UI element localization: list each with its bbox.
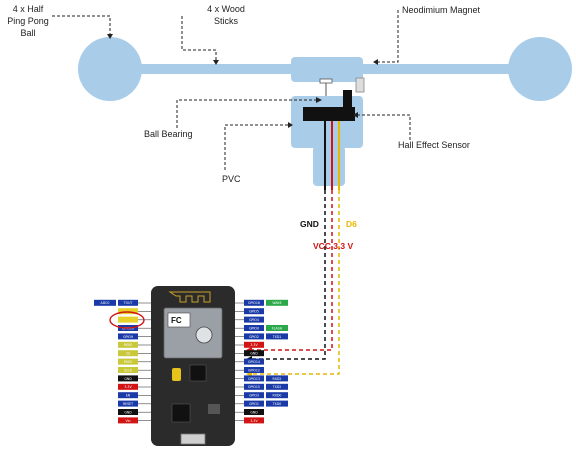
right-pin-label: GPIO5 bbox=[249, 310, 259, 314]
left-pin: 3.3V bbox=[118, 383, 151, 390]
left-pin-label: MOSI bbox=[124, 343, 132, 347]
right-pin-label: GPIO14 bbox=[248, 360, 260, 364]
highlight-ellipse bbox=[109, 311, 145, 329]
left-pin-label: CS bbox=[126, 352, 130, 356]
ping-pong-ball-left bbox=[78, 37, 142, 101]
right-pin: GPIO5 bbox=[235, 308, 264, 315]
label-half-ping-pong-3: Ball bbox=[20, 28, 35, 38]
magnet-block bbox=[355, 77, 365, 93]
left-pin-label: EN bbox=[126, 394, 131, 398]
sensor-top-tab bbox=[343, 90, 352, 107]
right-pin-label: GPIO3 bbox=[249, 394, 259, 398]
left-pin: EN bbox=[118, 392, 151, 399]
right-pin: GPIO3 RXD0 bbox=[235, 392, 288, 399]
right-pin: GND bbox=[235, 350, 264, 357]
right-pin-label: 3.3V bbox=[250, 343, 258, 347]
right-pin-label: 3.3V bbox=[250, 419, 258, 423]
left-pin: Vin bbox=[118, 417, 151, 424]
left-pin: MISO bbox=[118, 358, 151, 365]
hall-effect-sensor bbox=[303, 107, 355, 121]
label-wood-sticks-1: 4 x Wood bbox=[207, 4, 245, 14]
label-magnet: Neodimium Magnet bbox=[402, 5, 481, 15]
left-pin-label: 3.3V bbox=[124, 385, 132, 389]
right-pin-label: GPIO15 bbox=[248, 385, 260, 389]
left-pin-func: ADC0 bbox=[101, 301, 110, 305]
left-pin bbox=[118, 308, 151, 315]
right-pin: GPIO12 bbox=[235, 367, 264, 373]
pvc-neck bbox=[313, 146, 345, 186]
pvc-body bbox=[291, 96, 363, 148]
label-pvc: PVC bbox=[222, 174, 241, 184]
right-pin: GPIO16 WAKE bbox=[235, 299, 288, 306]
label-vcc: VCC 3.3 V bbox=[313, 241, 353, 251]
svg-text:FC: FC bbox=[171, 316, 182, 325]
right-pin-label: GPIO1 bbox=[249, 402, 259, 406]
left-pin-label: Vin bbox=[125, 419, 130, 423]
left-pin-row: TOUTADC0GPIO10GPIO9MOSICSMISOSCLKGND3.3V… bbox=[94, 299, 151, 424]
right-pin: GPIO13 RXD2 bbox=[235, 375, 288, 382]
left-pin: RESET bbox=[118, 400, 151, 407]
left-pin bbox=[118, 316, 151, 323]
label-gnd: GND bbox=[300, 219, 319, 229]
right-pin: GND bbox=[235, 409, 264, 415]
left-pin-label: MISO bbox=[124, 360, 133, 364]
usb-port bbox=[180, 433, 206, 445]
right-pin-func: RXD0 bbox=[273, 394, 282, 398]
left-pin: TOUT ADC0 bbox=[94, 299, 151, 306]
right-pin-label: GPIO4 bbox=[249, 318, 259, 322]
left-pin: SCLK bbox=[118, 367, 151, 373]
right-pin-func: TXD0 bbox=[272, 402, 282, 406]
right-pin-label: GPIO2 bbox=[249, 335, 259, 339]
right-pin: GPIO1 TXD0 bbox=[235, 400, 288, 407]
right-pin: GPIO2 TXD1 bbox=[235, 333, 288, 340]
right-pin: GPIO0 FLASH bbox=[235, 325, 288, 331]
left-pin-label: TOUT bbox=[123, 301, 133, 305]
right-pin-label: GPIO13 bbox=[248, 377, 260, 381]
right-pin-label: GPIO16 bbox=[248, 301, 260, 305]
hub-top bbox=[291, 57, 363, 82]
right-pin-func: RXD2 bbox=[273, 377, 282, 381]
right-pin-func: WAKE bbox=[272, 301, 281, 305]
left-pin: CS bbox=[118, 350, 151, 357]
right-pin-label: GPIO12 bbox=[248, 368, 260, 372]
left-pin-label: SCLK bbox=[124, 368, 133, 372]
right-pin-func: FLASH bbox=[272, 326, 283, 330]
right-pin: 3.3V bbox=[235, 417, 264, 424]
ball-bearing bbox=[319, 78, 333, 84]
right-pin-label: GPIO0 bbox=[249, 326, 259, 330]
label-half-ping-pong-2: Ping Pong bbox=[7, 16, 49, 26]
right-pin: 3.3V bbox=[235, 341, 264, 348]
right-pin: GPIO15 TXD2 bbox=[235, 383, 288, 390]
right-pin-label: GND bbox=[250, 352, 258, 356]
label-d6: D6 bbox=[346, 219, 357, 229]
ping-pong-ball-right bbox=[508, 37, 572, 101]
left-pin: GND bbox=[118, 375, 151, 382]
left-pin: GND bbox=[118, 409, 151, 415]
right-pin-func: TXD2 bbox=[272, 385, 282, 389]
right-pin-label: GND bbox=[250, 410, 258, 414]
wire-d6 bbox=[248, 190, 340, 375]
left-pin-label: GND bbox=[124, 377, 132, 381]
left-pin-label: GND bbox=[124, 410, 132, 414]
left-pin: MOSI bbox=[118, 341, 151, 348]
label-half-ping-pong-1: 4 x Half bbox=[13, 4, 44, 14]
label-ball-bearing: Ball Bearing bbox=[144, 129, 193, 139]
right-pin: GPIO4 bbox=[235, 316, 264, 323]
left-pin: GPIO9 bbox=[118, 333, 151, 340]
left-pin-label: GPIO9 bbox=[123, 335, 133, 339]
label-hall-sensor: Hall Effect Sensor bbox=[398, 140, 470, 150]
wire-gnd bbox=[248, 190, 326, 360]
label-wood-sticks-2: Sticks bbox=[214, 16, 239, 26]
right-pin: GPIO14 bbox=[235, 358, 264, 365]
left-pin-label: RESET bbox=[123, 402, 133, 406]
right-pin-func: TXD1 bbox=[272, 335, 282, 339]
